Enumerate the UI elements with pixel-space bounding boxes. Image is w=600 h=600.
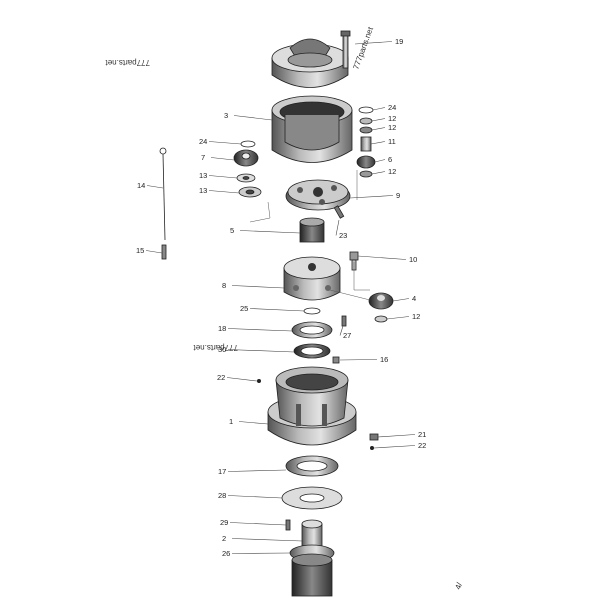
part-19-cover <box>271 30 351 88</box>
callout-label-7: 7 <box>201 153 205 162</box>
callout-label-28: 28 <box>218 491 226 500</box>
callout-leader-line <box>233 115 273 121</box>
part-29-bolt <box>285 519 291 531</box>
callout-label-3: 3 <box>224 111 228 120</box>
callout-label-16: 16 <box>380 355 388 364</box>
callout-leader-line <box>227 469 287 472</box>
callout-label-6: 6 <box>388 155 392 164</box>
callout-label-13: 13 <box>199 171 207 180</box>
part-22-ball-top <box>257 379 261 383</box>
callout-label-26: 26 <box>222 549 230 558</box>
callout-leader-line <box>357 255 407 260</box>
callout-leader-line <box>229 522 287 526</box>
callout-label-30: 30 <box>218 345 226 354</box>
part-22-ball-right <box>370 446 374 450</box>
part-2-shaft <box>289 519 335 597</box>
callout-leader-line <box>238 421 269 425</box>
callout-label-4: 4 <box>412 294 416 303</box>
callout-leader-line <box>227 349 295 353</box>
callout-leader-line <box>335 219 340 236</box>
callout-label-27: 27 <box>343 331 351 340</box>
watermark-corner: 4/ <box>453 581 464 591</box>
watermark-top-left: 777parts.net <box>105 58 150 67</box>
callout-leader-line <box>249 308 305 312</box>
callout-leader-line <box>231 538 303 542</box>
part-17-bearing <box>285 455 339 477</box>
callout-label-12: 12 <box>388 123 396 132</box>
part-14-dipstick <box>159 147 167 260</box>
callout-leader-line <box>231 552 291 554</box>
callout-label-18: 18 <box>218 324 226 333</box>
part-18-bearing <box>291 321 333 359</box>
callout-leader-line <box>392 298 410 302</box>
part-28-plate <box>281 486 343 510</box>
callout-label-10: 10 <box>409 255 417 264</box>
callout-label-22: 22 <box>418 441 426 450</box>
callout-layer: 1932412121161224713131495231510841225271… <box>136 37 426 558</box>
callout-label-29: 29 <box>220 518 228 527</box>
part-16-plug <box>332 356 340 364</box>
callout-leader-line <box>349 195 394 199</box>
callout-label-15: 15 <box>136 246 144 255</box>
callout-leader-line <box>371 118 386 122</box>
callout-leader-line <box>371 171 386 175</box>
callout-leader-line <box>339 359 378 361</box>
callout-leader-line <box>145 250 163 254</box>
callout-leader-line <box>227 495 283 499</box>
callout-label-22: 22 <box>217 373 225 382</box>
callout-leader-line <box>208 141 242 145</box>
callout-label-13: 13 <box>199 186 207 195</box>
watermark-top-right: 777parts.net <box>351 25 375 71</box>
callout-label-24: 24 <box>199 137 207 146</box>
callout-label-8: 8 <box>222 281 226 290</box>
callout-leader-line <box>231 285 285 289</box>
part-4-planet-gear <box>368 292 394 323</box>
callout-label-25: 25 <box>240 304 248 313</box>
callout-label-2: 2 <box>222 534 226 543</box>
part-9-carrier <box>285 179 351 211</box>
callout-leader-line <box>210 157 235 161</box>
watermark-middle: 777parts.net <box>193 343 238 352</box>
callout-leader-line <box>208 190 240 194</box>
callout-leader-line <box>377 434 416 438</box>
callout-leader-line <box>339 325 344 336</box>
callout-leader-line <box>208 175 238 179</box>
part-5-sun-gear <box>299 205 345 243</box>
callout-leader-line <box>226 377 258 382</box>
small-parts-left-column <box>233 140 262 198</box>
part-8-carrier <box>283 256 341 301</box>
part-21-plug <box>369 433 379 441</box>
callout-leader-line <box>371 127 386 131</box>
callout-leader-line <box>386 316 410 320</box>
small-parts-right-column <box>356 106 376 178</box>
callout-leader-line <box>146 185 164 189</box>
callout-leader-line <box>373 445 416 449</box>
callout-leader-line <box>370 141 386 145</box>
callout-label-12: 12 <box>388 167 396 176</box>
callout-label-12: 12 <box>412 312 420 321</box>
callout-label-14: 14 <box>137 181 145 190</box>
callout-label-17: 17 <box>218 467 226 476</box>
callout-leader-line <box>227 328 293 332</box>
callout-label-9: 9 <box>396 191 400 200</box>
callout-label-19: 19 <box>395 37 403 46</box>
part-3-ring-gear <box>271 95 353 163</box>
callout-label-12: 12 <box>388 114 396 123</box>
callout-label-11: 11 <box>388 137 396 146</box>
callout-leader-line <box>372 107 386 111</box>
callout-label-21: 21 <box>418 430 426 439</box>
part-1-housing <box>267 366 357 446</box>
callout-leader-line <box>374 159 386 163</box>
callout-leader-line <box>354 41 393 45</box>
guide-lines <box>249 170 371 301</box>
callout-label-5: 5 <box>230 226 234 235</box>
callout-label-23: 23 <box>339 231 347 240</box>
callout-leader-line <box>239 230 301 234</box>
callout-label-1: 1 <box>229 417 233 426</box>
callout-label-24: 24 <box>388 103 396 112</box>
